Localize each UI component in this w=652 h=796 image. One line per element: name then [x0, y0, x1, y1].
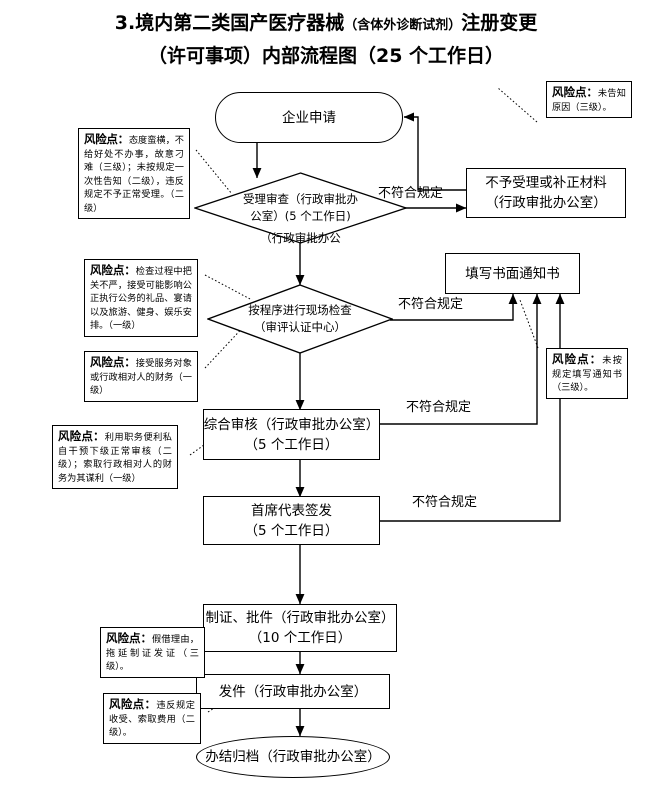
node-reject-or-supplement-line2: （行政审批办公室） [485, 195, 607, 211]
node-enterprise-application-label: 企业申请 [282, 109, 336, 126]
diamond-shape [207, 284, 393, 354]
risk-heading: 风险点： [109, 697, 157, 711]
node-acceptance-review[interactable]: 受理审查（行政审批办 公室）(5 个工作日) （行政审批办公 [194, 172, 407, 244]
edge-label-nonconform-4: 不符合规定 [412, 495, 478, 510]
risk-body: 假借理由，拖延制证发证（三级）。 [106, 634, 199, 672]
node-chief-signature-line1: 首席代表签发 [250, 502, 332, 519]
node-reject-or-supplement-line1: 不予受理或补正材料 [485, 175, 607, 191]
title-line-2: （许可事项）内部流程图（25 个工作日） [147, 45, 505, 67]
risk-body: 未告知原因（三级）。 [552, 88, 626, 113]
risk-point-attitude: 风险点：态度蛮横，不给好处不办事，故意刁难（三级）；未按规定一次性告知（二级），… [78, 128, 190, 219]
risk-point-accept-property: 风险点：接受服务对象或行政相对人的财务（一级） [84, 351, 198, 402]
risk-point-delay-cert: 风险点：假借理由，拖延制证发证（三级）。 [100, 627, 205, 678]
risk-body: 态度蛮横，不给好处不办事，故意刁难（三级）；未按规定一次性告知（二级），违反规定… [84, 135, 184, 214]
risk-point-illegal-fee: 风险点：违反规定收受、索取费用（二级）。 [103, 693, 201, 744]
risk-point-notice-form: 风险点：未按规定填写通知书（三级）。 [546, 348, 628, 399]
node-acceptance-review-line3: （行政审批办公 [260, 231, 341, 244]
node-comprehensive-review-line1: 综合审核（行政审批办公室） [203, 416, 380, 433]
risk-heading: 风险点： [106, 631, 152, 645]
risk-point-abuse-power: 风险点：利用职务便利私自干预下级正常审核（二级）；索取行政相对人的财务为其谋利（… [52, 425, 178, 489]
risk-body: 接受服务对象或行政相对人的财务（一级） [90, 358, 192, 396]
title-line-1-small: （含体外诊断试剂） [344, 18, 462, 33]
risk-point-inspection: 风险点：检查过程中把关不严，接受可能影响公正执行公务的礼品、宴请以及旅游、健身、… [84, 259, 198, 337]
risk-body: 违反规定收受、索取费用（二级）。 [109, 700, 195, 738]
node-onsite-inspection[interactable]: 按程序进行现场检查 （审评认证中心） [207, 284, 393, 354]
title-line-1-b: 注册变更 [461, 12, 538, 34]
node-certificate-making-line1: 制证、批件（行政审批办公室） [205, 610, 395, 626]
risk-body: 利用职务便利私自干预下级正常审核（二级）；索取行政相对人的财务为其谋利（一级） [58, 432, 172, 484]
node-archive-label: 办结归档（行政审批办公室） [205, 749, 381, 765]
node-acceptance-review-line1: 受理审查（行政审批办 [243, 192, 358, 206]
title-line-1-a: 3.境内第二类国产医疗器械 [114, 12, 345, 34]
node-archive[interactable]: 办结归档（行政审批办公室） [196, 736, 390, 778]
risk-heading: 风险点： [58, 429, 105, 443]
node-onsite-inspection-line1: 按程序进行现场检查 [248, 303, 352, 317]
node-chief-signature-line2: （5 个工作日） [244, 522, 339, 539]
node-written-notice[interactable]: 填写书面通知书 [445, 253, 580, 294]
edge-label-nonconform-2: 不符合规定 [398, 297, 464, 312]
risk-point-no-reason: 风险点：未告知原因（三级）。 [546, 81, 632, 118]
node-comprehensive-review-line2: （5 个工作日） [244, 436, 339, 453]
node-reject-or-supplement[interactable]: 不予受理或补正材料 （行政审批办公室） [466, 168, 626, 218]
node-acceptance-review-line2: 公室）(5 个工作日) [250, 209, 351, 223]
node-chief-signature[interactable]: 首席代表签发 （5 个工作日） [203, 496, 380, 545]
title-line-1: 3.境内第二类国产医疗器械（含体外诊断试剂）注册变更 [0, 8, 652, 41]
risk-heading: 风险点： [552, 85, 598, 99]
node-certificate-making[interactable]: 制证、批件（行政审批办公室） （10 个工作日） [203, 604, 397, 652]
node-dispatch[interactable]: 发件（行政审批办公室） [196, 674, 390, 709]
node-comprehensive-review[interactable]: 综合审核（行政审批办公室） （5 个工作日） [203, 409, 380, 460]
risk-heading: 风险点： [84, 132, 129, 146]
risk-heading: 风险点： [552, 352, 603, 366]
node-enterprise-application[interactable]: 企业申请 [215, 92, 403, 143]
risk-body: 未按规定填写通知书（三级）。 [552, 355, 622, 393]
node-dispatch-label: 发件（行政审批办公室） [218, 683, 368, 700]
node-acceptance-review-text: 受理审查（行政审批办 公室）(5 个工作日) （行政审批办公 [194, 172, 407, 244]
edge-label-nonconform-3: 不符合规定 [406, 400, 472, 415]
node-onsite-inspection-text: 按程序进行现场检查 （审评认证中心） [207, 284, 393, 354]
risk-heading: 风险点： [90, 355, 136, 369]
diamond-shape [194, 172, 407, 244]
page-title: 3.境内第二类国产医疗器械（含体外诊断试剂）注册变更 （许可事项）内部流程图（2… [0, 8, 652, 71]
node-written-notice-label: 填写书面通知书 [465, 265, 560, 282]
node-onsite-inspection-line2: （审评认证中心） [254, 320, 346, 334]
risk-body: 检查过程中把关不严，接受可能影响公正执行公务的礼品、宴请以及旅游、健身、娱乐安排… [90, 266, 192, 331]
edge-label-nonconform-1: 不符合规定 [378, 186, 444, 201]
node-certificate-making-line2: （10 个工作日） [248, 630, 352, 646]
risk-heading: 风险点： [90, 263, 136, 277]
